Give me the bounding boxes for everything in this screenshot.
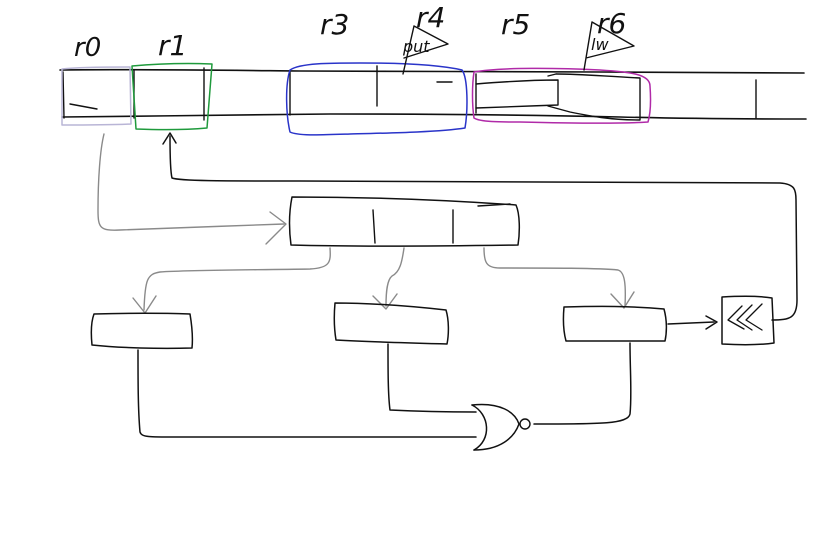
r0-decoder-arrowhead	[265, 211, 287, 245]
r5-inner-box	[475, 79, 559, 109]
middle-register-box	[333, 302, 450, 345]
right-to-gate-wire	[533, 342, 632, 425]
strip-top-line	[59, 68, 805, 74]
right-register-box	[562, 305, 668, 342]
fanout-wire-right	[483, 247, 627, 307]
right-to-chevron-wire	[667, 321, 715, 325]
right-to-chevron-arrowhead	[705, 315, 718, 330]
strip-divider-0	[62, 71, 65, 119]
lw-flag-icon: lw	[583, 21, 635, 71]
fanout-wire-mid	[385, 247, 405, 307]
r1-highlight-box	[131, 62, 213, 131]
decoder-tick	[477, 203, 511, 207]
label-r6: r6	[597, 7, 626, 40]
decoder-divider-1	[372, 209, 376, 244]
register-strip	[59, 65, 807, 121]
flag-label-lw: lw	[591, 35, 609, 54]
label-r3: r3	[320, 8, 349, 41]
r0-to-decoder-wire	[97, 133, 285, 231]
middle-to-gate-wire	[387, 343, 477, 413]
fanout-wire-left	[143, 247, 331, 311]
strip-bottom-line	[61, 113, 807, 120]
label-r0: r0	[74, 33, 101, 63]
label-r5: r5	[501, 8, 530, 41]
label-r4: r4	[416, 1, 445, 34]
feedback-wire	[169, 135, 798, 321]
r0-highlight-box	[61, 66, 132, 126]
strip-tick-r0	[69, 103, 98, 110]
decoder-box	[288, 196, 521, 247]
r5-highlight-box	[471, 67, 652, 124]
r6-inner-box	[547, 73, 641, 121]
put-flag-icon: put	[402, 25, 449, 75]
flag-label-put: put	[402, 37, 430, 56]
label-r1: r1	[158, 29, 187, 62]
nor-gate-bubble	[519, 418, 531, 430]
r3-highlight-box	[285, 62, 468, 136]
fanout-arrowhead-right	[610, 291, 635, 309]
fanout-arrowhead-mid	[372, 293, 398, 310]
left-register-box	[90, 312, 194, 350]
nor-gate-icon	[471, 403, 531, 451]
feedback-arrowhead	[162, 132, 177, 145]
triple-chevron-left-icon	[721, 295, 775, 346]
left-to-gate-wire	[137, 349, 477, 438]
